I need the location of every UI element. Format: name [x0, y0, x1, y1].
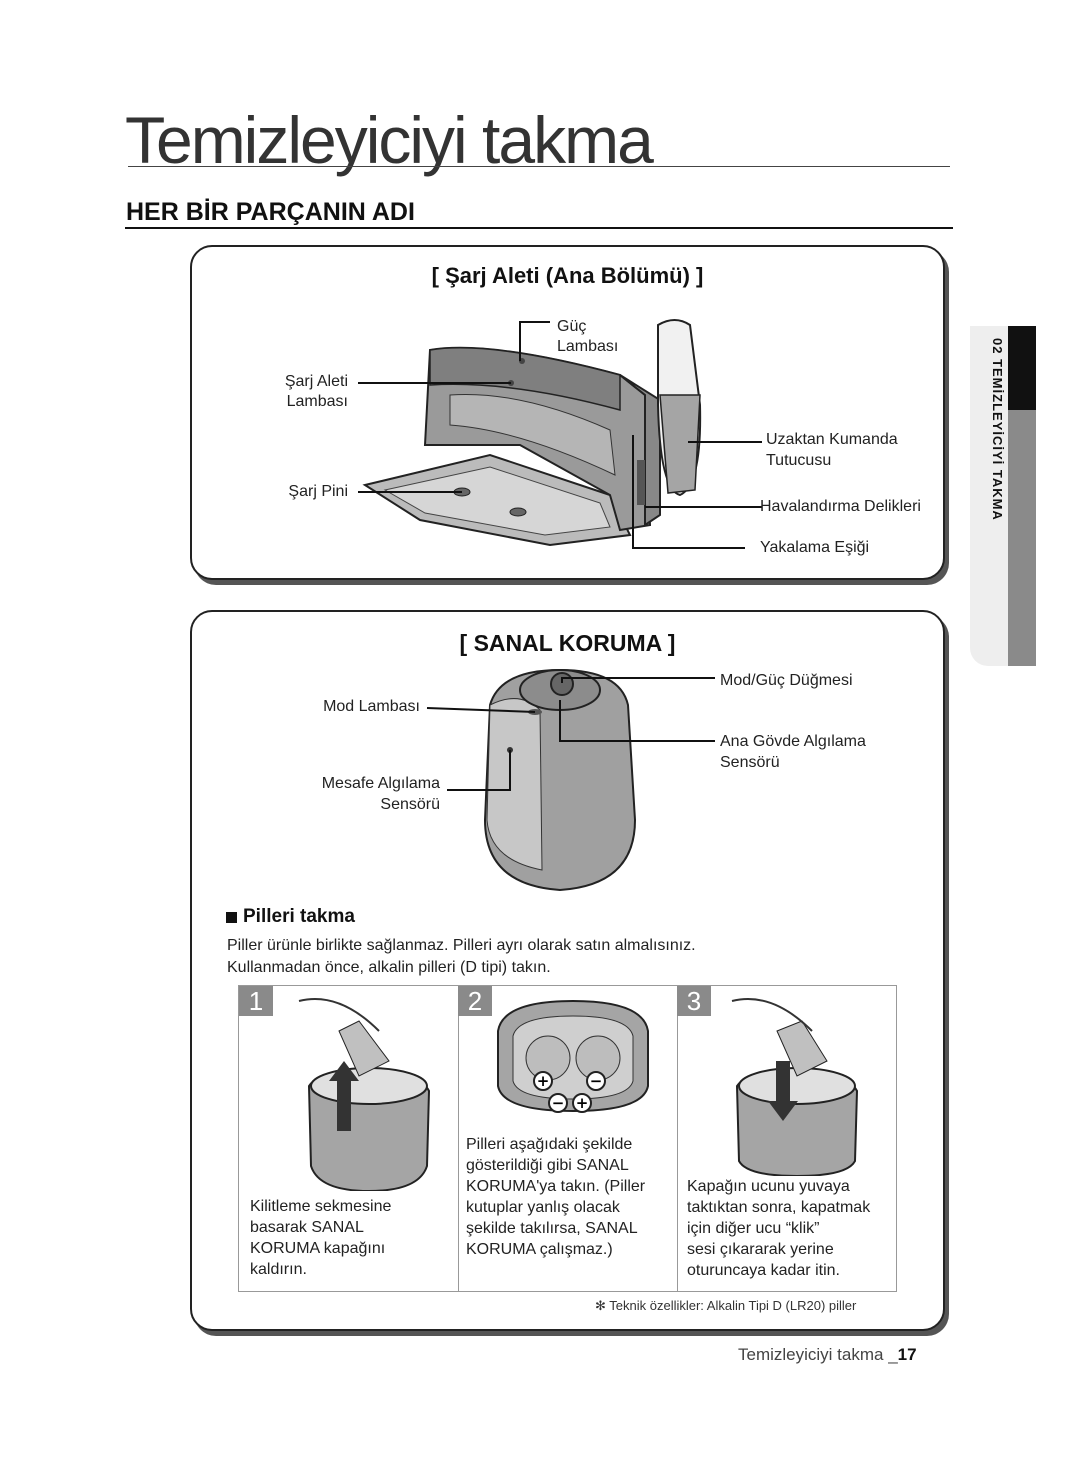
virtual-guard-illustration: [426, 668, 715, 892]
side-tab-label: 02 TEMİZLEYİCİYİ TAKMA: [990, 338, 1005, 521]
section-heading: HER BİR PARÇANIN ADI: [126, 198, 415, 226]
step-1-text-2: basarak SANAL: [250, 1219, 364, 1236]
step-2-text-6: KORUMA çalışmaz.): [466, 1241, 613, 1258]
label-charger-lamp-line1: Şarj Aleti: [284, 373, 348, 390]
step-2-illustration: + − − +: [497, 999, 649, 1113]
label-distance-sensor-line2: Sensörü: [380, 796, 440, 813]
label-charge-pin: Şarj Pini: [288, 483, 348, 500]
footer-text: Temizleyiciyi takma _: [738, 1345, 898, 1364]
step-2-text-2: gösterildiği gibi SANAL: [466, 1157, 629, 1174]
step-2-text-4: kutuplar yanlış olacak: [466, 1199, 620, 1216]
svg-text:+: +: [537, 1072, 550, 1090]
page-title: Temizleyiciyi takma: [125, 103, 654, 177]
page-number: 17: [897, 1345, 917, 1364]
battery-spec-note: ✻ Teknik özellikler: Alkalin Tipi D (LR2…: [595, 1298, 857, 1313]
side-tab-bar: [1008, 410, 1036, 666]
step-2-text-5: şekilde takılırsa, SANAL: [466, 1220, 638, 1237]
step-1-text-4: kaldırın.: [250, 1261, 307, 1278]
charger-heading: [ Şarj Aleti (Ana Bölümü) ]: [431, 263, 704, 288]
step-3-text-4: sesi çıkararak yerine: [687, 1241, 834, 1258]
battery-steps-grid: 1 Kilitleme sekmesine basarak SANAL KORU…: [238, 985, 897, 1292]
step-3-text-2: taktıktan sonra, kapatmak: [687, 1199, 871, 1216]
step-3-text-3: için diğer ucu “klik”: [687, 1220, 820, 1237]
section-rule: [125, 227, 953, 229]
step-3: 3 Kapağın ucunu yuvaya taktıktan sonra, …: [677, 986, 896, 1291]
label-power-lamp-line2: Lambası: [557, 338, 619, 355]
label-remote-holder-line2: Tutucusu: [766, 452, 832, 469]
bullet-icon: [226, 912, 237, 923]
step-1-text-1: Kilitleme sekmesine: [250, 1198, 392, 1215]
label-body-sensor-line2: Sensörü: [720, 754, 780, 771]
label-vents: Havalandırma Delikleri: [760, 498, 921, 515]
step-1-number: 1: [239, 986, 273, 1016]
step-3-number: 3: [677, 986, 711, 1016]
step-2: 2 + − − + Pilleri aşağıdaki şekilde göst…: [458, 986, 678, 1291]
batteries-intro-line2: Kullanmadan önce, alkalin pilleri (D tip…: [227, 959, 551, 976]
label-catch-threshold: Yakalama Eşiği: [760, 539, 870, 556]
step-2-text-3: KORUMA'ya takın. (Piller: [466, 1178, 646, 1195]
label-body-sensor-line1: Ana Gövde Algılama: [720, 733, 866, 750]
page-footer: Temizleyiciyi takma _17: [738, 1345, 917, 1365]
side-tab-marker: [1008, 326, 1036, 410]
step-1-text-3: KORUMA kapağını: [250, 1240, 386, 1257]
label-distance-sensor-line1: Mesafe Algılama: [321, 775, 440, 792]
step-3-text-1: Kapağın ucunu yuvaya: [687, 1178, 850, 1195]
step-2-text-1: Pilleri aşağıdaki şekilde: [466, 1136, 633, 1153]
virtual-guard-heading: [ SANAL KORUMA ]: [459, 630, 676, 656]
label-mode-lamp: Mod Lambası: [323, 698, 420, 715]
label-charger-lamp-line2: Lambası: [286, 393, 348, 410]
label-remote-holder-line1: Uzaktan Kumanda: [766, 431, 898, 448]
title-rule: [128, 166, 950, 167]
batteries-heading: Pilleri takma: [243, 906, 355, 927]
svg-text:−: −: [590, 1072, 603, 1090]
batteries-intro-line1: Piller ürünle birlikte sağlanmaz. Piller…: [227, 937, 696, 954]
step-2-number: 2: [458, 986, 492, 1016]
step-3-text-5: oturuncaya kadar itin.: [687, 1262, 840, 1279]
label-mode-button: Mod/Güç Düğmesi: [720, 672, 853, 689]
svg-text:−: −: [552, 1094, 565, 1112]
label-power-lamp-line1: Güç: [557, 318, 587, 335]
step-3-illustration: [731, 998, 859, 1176]
step-1-illustration: [298, 998, 431, 1191]
svg-text:+: +: [576, 1094, 589, 1112]
charger-illustration: [358, 319, 762, 549]
step-1: 1 Kilitleme sekmesine basarak SANAL KORU…: [239, 986, 459, 1291]
